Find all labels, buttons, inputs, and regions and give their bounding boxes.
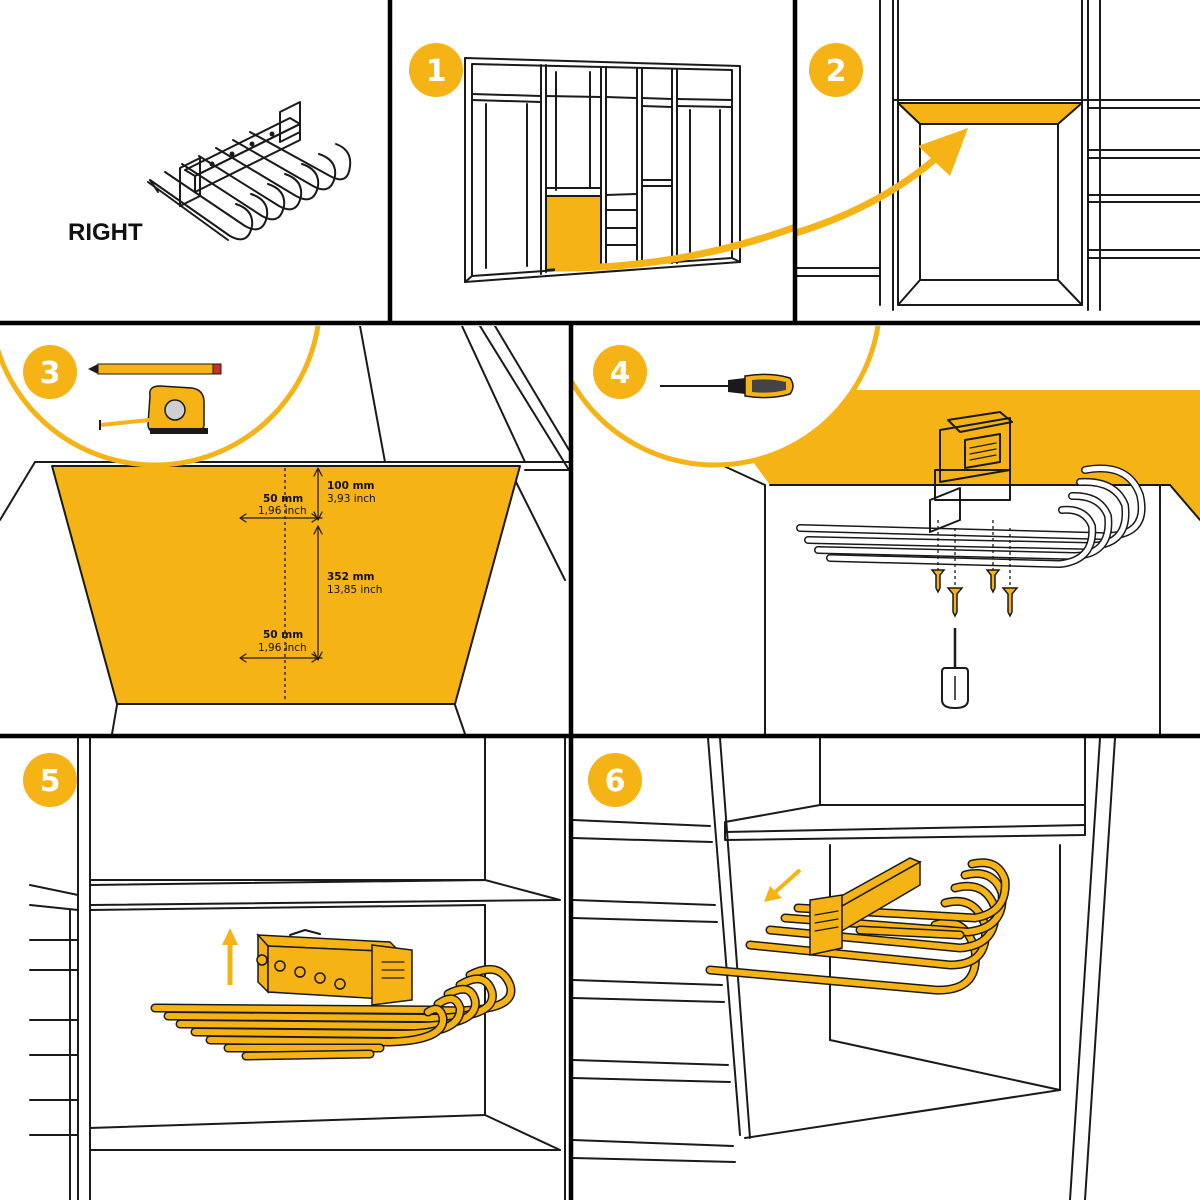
step-5-number: 5	[40, 764, 61, 799]
panel-step-6: 6	[573, 738, 1116, 1200]
screws	[930, 569, 1019, 618]
orientation-label: RIGHT	[68, 219, 143, 246]
arrow-up-icon	[222, 928, 238, 985]
highlighted-top-panel	[898, 103, 1082, 124]
dim-50-mm-top: 50 mm	[263, 493, 303, 505]
pencil-icon	[88, 363, 222, 375]
panel-product-right: RIGHT	[68, 101, 352, 246]
wardrobe-drawing	[464, 57, 741, 283]
trouser-rack-drawing	[147, 101, 352, 241]
panel-step-1	[464, 57, 793, 283]
step-4-number: 4	[610, 356, 631, 391]
tool-bubble	[573, 326, 881, 468]
dim-50-inch-bottom: 1,96 inch	[258, 642, 307, 654]
dim-50-inch-top: 1,96 inch	[258, 505, 307, 517]
panel-step-2	[797, 0, 1200, 311]
highlighted-compartment	[546, 196, 601, 270]
screwdriver-below	[941, 628, 969, 710]
arrow-out-icon	[764, 868, 802, 902]
dim-100-inch: 3,93 inch	[327, 493, 376, 505]
measurement-area	[52, 466, 520, 704]
panel-step-5: 5	[23, 738, 566, 1200]
step-2-number: 2	[826, 54, 847, 89]
step-3-number: 3	[40, 356, 61, 391]
tape-measure-icon	[99, 385, 208, 434]
step-6-number: 6	[605, 764, 626, 799]
yellow-rack	[150, 929, 516, 1061]
dim-352-inch: 13,85 inch	[327, 584, 382, 596]
dim-50-mm-bottom: 50 mm	[263, 629, 303, 641]
yellow-rack-extended	[705, 857, 1010, 995]
step-1-number: 1	[426, 54, 447, 89]
panel-step-4: 4	[573, 326, 1200, 734]
panel-step-3: 100 mm 3,93 inch 50 mm 1,96 inch 352 mm …	[0, 326, 569, 734]
dim-352-mm: 352 mm	[327, 571, 375, 583]
rack-mounted-ceiling	[796, 411, 1146, 569]
step-1-badge: 1	[409, 43, 463, 97]
arrow-head	[918, 128, 968, 176]
dimension-lines	[239, 467, 323, 663]
dim-100-mm: 100 mm	[327, 480, 375, 492]
arrow-icon	[554, 224, 793, 272]
screwdriver-icon	[660, 373, 794, 399]
step-2-badge: 2	[809, 43, 863, 97]
screw-guides	[937, 520, 1011, 588]
